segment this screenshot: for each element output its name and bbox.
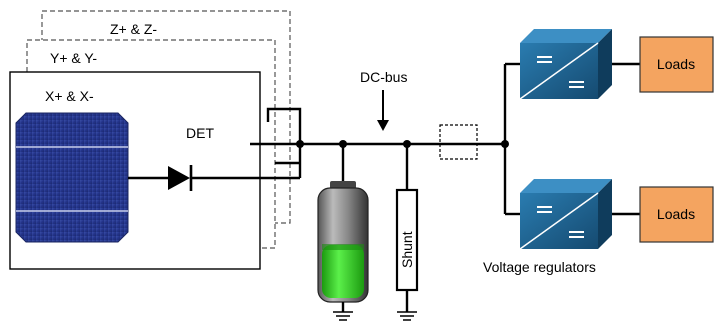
load-label-1: Loads [657,56,695,72]
panel-z-label: Z+ & Z- [110,21,157,37]
bus-arrow-icon [377,90,389,131]
regulators-label: Voltage regulators [483,259,596,275]
junction-dot [296,140,304,148]
panel-x-label: X+ & X- [45,88,94,104]
voltage-regulator-icon [519,29,612,100]
ground-icon [333,311,353,321]
solar-cell-icon [15,112,129,243]
voltage-regulator-icon [519,179,612,250]
load-box-1 [639,36,714,93]
ground-icon [397,311,417,321]
bus-breaker-box [439,124,478,160]
shunt-label: Shunt [399,231,415,268]
panel-y-label: Y+ & Y- [50,50,97,66]
battery-icon [317,181,369,303]
load-label-2: Loads [657,206,695,222]
bus-label: DC-bus [360,69,407,85]
load-box-2 [639,186,714,243]
diode-label: DET [186,125,214,141]
